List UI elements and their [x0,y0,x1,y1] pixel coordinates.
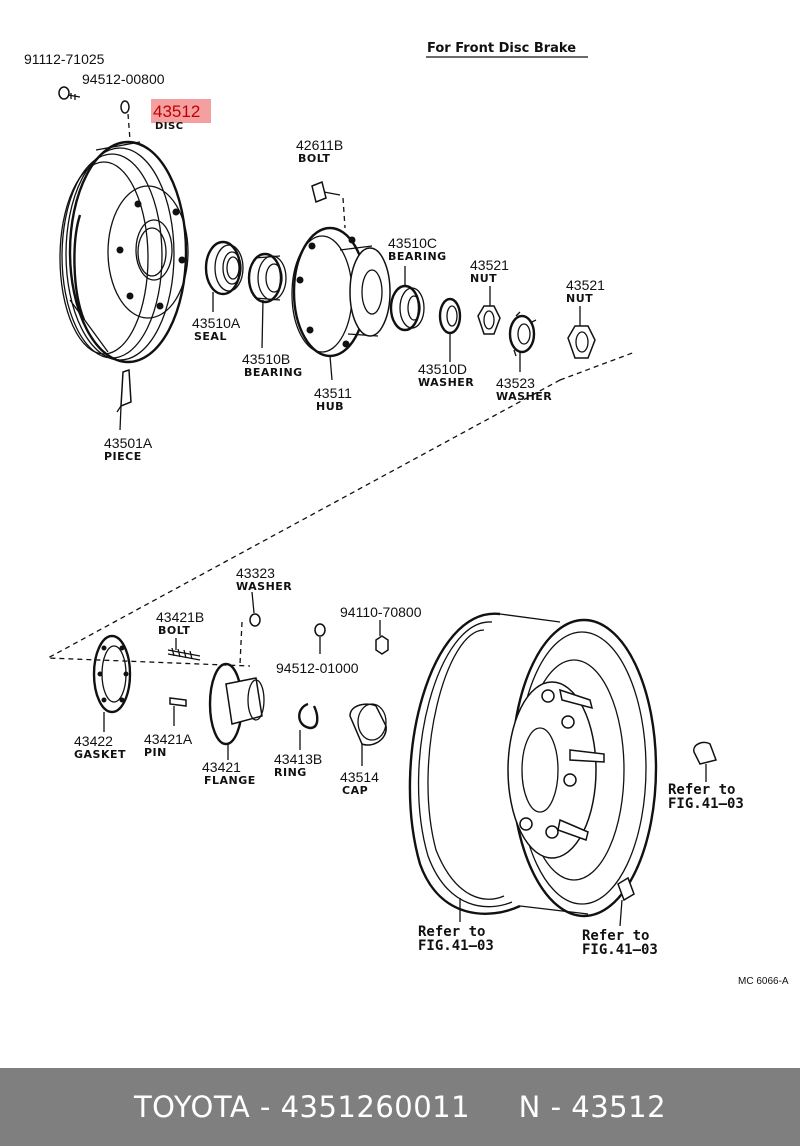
cap-43514-drawing [349,703,387,766]
part-name-washer-43323: WASHER [236,580,292,593]
part-number-94512-00800[interactable]: 94512-00800 [82,71,165,87]
part-number-43323[interactable]: 43323 [236,565,275,581]
footer-part-info: TOYOTA - 4351260011 N - 43512 [133,1090,667,1124]
washer-43323-drawing [249,591,261,627]
refer-label-1-line1[interactable]: Refer to [668,782,735,798]
bearing-43510B-drawing [247,252,287,349]
part-name-disc: DISC [155,121,184,132]
ring-43413B-drawing [298,702,319,750]
piece-43501A-drawing [116,368,132,431]
part-number-43511[interactable]: 43511 [314,385,352,401]
nut-94512-01000-drawing [314,623,326,654]
part-number-94512-01000[interactable]: 94512-01000 [276,660,359,676]
bolt-43421B-drawing [167,638,201,661]
part-number-43510C[interactable]: 43510C [388,235,437,251]
bearing-43510C-drawing [389,266,425,332]
nut-43521a-drawing [477,286,501,335]
part-name-seal: SEAL [194,330,227,343]
part-name-bolt-42611B: BOLT [298,152,330,165]
part-number-43421[interactable]: 43421 [202,759,241,775]
part-name-washer-43523: WASHER [496,390,552,403]
part-name-washer-43510D: WASHER [418,376,474,389]
part-name-hub: HUB [316,400,344,413]
refer-label-1-line2[interactable]: FIG.41—03 [668,796,744,812]
part-number-94110-70800[interactable]: 94110-70800 [340,604,422,620]
part-number-43421A[interactable]: 43421A [144,731,193,747]
part-number-43512[interactable]: 43512 [153,102,200,121]
refer-label-2-line1[interactable]: Refer to [418,924,485,940]
part-name-nut-43521a: NUT [470,272,497,285]
bolt-42611B-drawing [311,180,346,229]
pin-43421A-drawing [169,697,187,726]
part-number-43413B[interactable]: 43413B [274,751,322,767]
footer-bar: TOYOTA - 4351260011 N - 43512 [0,1068,800,1146]
flange-43421-drawing [208,621,265,760]
part-number-91112-71025[interactable]: 91112-71025 [24,51,105,67]
part-name-bolt-43421B: BOLT [158,624,190,637]
gasket-43422-drawing [92,634,132,732]
washer-94512-00800-drawing [120,100,131,141]
refer-label-2-line2[interactable]: FIG.41—03 [418,938,494,954]
washer-43510D-drawing [438,297,462,362]
part-name-pin: PIN [144,746,167,759]
wheel-drawing [408,612,658,922]
washer-43523-drawing [508,311,537,372]
nut-94110-70800-drawing [375,620,389,655]
part-number-43510B[interactable]: 43510B [242,351,290,367]
wheel-nut-drawing [693,741,717,782]
part-name-nut-43521b: NUT [566,292,593,305]
part-name-bearing-43510C: BEARING [388,250,447,263]
part-name-ring: RING [274,766,307,779]
part-number-43510A[interactable]: 43510A [192,315,241,331]
refer-label-3-line2[interactable]: FIG.41—03 [582,942,658,958]
part-number-43422[interactable]: 43422 [74,733,113,749]
part-name-piece: PIECE [104,450,142,463]
diagram-header: For Front Disc Brake [427,41,576,56]
part-name-gasket: GASKET [74,748,126,761]
part-name-bearing-43510B: BEARING [244,366,303,379]
seal-43510A-drawing [204,240,244,312]
refer-label-3-line1[interactable]: Refer to [582,928,649,944]
part-number-43514[interactable]: 43514 [340,769,379,785]
part-name-cap: CAP [342,784,368,797]
part-number-43421B[interactable]: 43421B [156,609,204,625]
assembly-envelope [45,351,636,667]
part-number-42611B[interactable]: 42611B [296,137,343,153]
part-number-43510D[interactable]: 43510D [418,361,467,377]
hub-43511-drawing [291,226,391,381]
part-number-43523[interactable]: 43523 [496,375,535,391]
brake-disc-drawing [59,140,189,364]
part-number-43521a[interactable]: 43521 [470,257,509,273]
diagram-code: MC 6066-A [738,976,789,987]
nut-43521b-drawing [567,306,596,359]
parts-diagram: For Front Disc Brake [24,41,789,987]
part-number-43501A[interactable]: 43501A [104,435,153,451]
screw-91112-71025-drawing [58,86,81,100]
wheel-stud-drawing [617,876,635,927]
part-name-flange: FLANGE [204,774,256,787]
highlight-43512 [151,99,211,123]
part-number-43521b[interactable]: 43521 [566,277,605,293]
